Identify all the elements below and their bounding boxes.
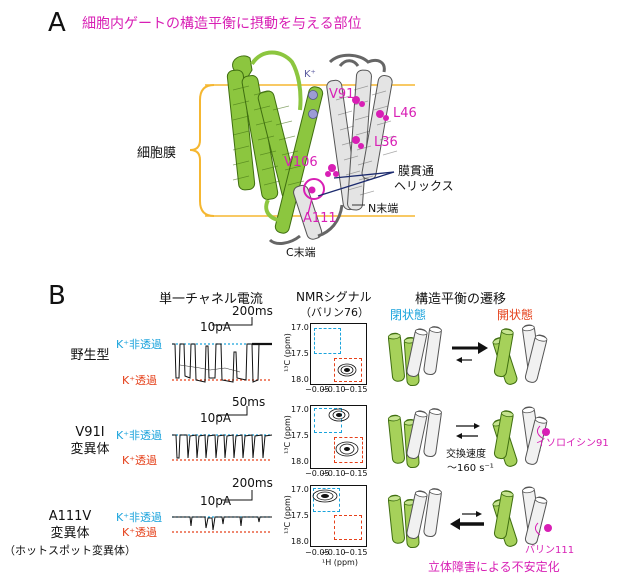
time-scale-row1: 200ms [232, 304, 273, 318]
equilibrium-arrows-v91i [456, 423, 480, 439]
annotation-valine111: バリン111 [525, 545, 575, 556]
nmr-xlabel: ¹H (ppm) [322, 558, 358, 567]
open-cartoon-wt [491, 323, 549, 387]
closed-cartoon-a111v [387, 487, 443, 549]
nonpermeable-label-row2: K⁺非透過 [116, 429, 163, 442]
nmr-xtick-a111v-2: −0.10 [321, 548, 346, 557]
nonpermeable-label-row3: K⁺非透過 [116, 511, 163, 524]
n-terminus-label: N末端 [368, 202, 399, 215]
membrane-label: 細胞膜 [137, 146, 177, 161]
panel-a-letter: A [48, 8, 66, 38]
exchange-rate-value: ～160 s⁻¹ [447, 463, 494, 474]
permeable-label-row3: K⁺透過 [122, 526, 158, 539]
nmr-xtick-a111v-3: −0.15 [343, 548, 368, 557]
nmr-xtick-v91i-3: −0.15 [343, 469, 368, 478]
nmr-peak-wt [337, 363, 357, 377]
column-header-nmr-sub: （バリン76） [300, 306, 369, 319]
nmr-xtick-wt-2: −0.10 [321, 385, 346, 394]
current-scale-row3: 10pA [200, 494, 232, 508]
row-name-a111v: A111V [48, 509, 92, 524]
tm-helix-label-line1: 膜貫通 [398, 164, 435, 178]
nmr-ytick-v91i-2: 17.5 [291, 431, 309, 440]
column-header-nmr: NMRシグナル [296, 290, 372, 304]
panel-a-title: 細胞内ゲートの構造平衡に摂動を与える部位 [82, 16, 362, 32]
column-header-structure: 構造平衡の遷移 [415, 292, 507, 307]
residue-l46: L46 [393, 106, 417, 121]
closed-cartoon-v91i [387, 407, 443, 469]
open-state-label: 開状態 [497, 308, 534, 322]
nmr-peak-v91i-closed [328, 408, 350, 422]
tm-helix-label-line2: ヘリックス [394, 179, 454, 193]
nmr-ytick-wt-1: 17.0 [291, 323, 309, 332]
row-name-v91i: V91I [75, 425, 105, 440]
permeable-label-row1: K⁺透過 [122, 374, 158, 387]
permeable-label-row2: K⁺透過 [122, 454, 158, 467]
panel-b-letter: B [48, 281, 66, 311]
protein-structure-figure [189, 50, 415, 245]
nmr-ytick-v91i-3: 18.0 [291, 457, 309, 466]
annotation-isoleucine91: イソロイシン91 [536, 438, 609, 449]
nmr-ytick-a111v-3: 18.0 [291, 537, 309, 546]
nmr-xtick-wt-3: −0.15 [343, 385, 368, 394]
row-name-wt: 野生型 [70, 348, 110, 363]
nmr-peak-v91i-open [335, 441, 359, 457]
nmr-xtick-wt-1: −0.05 [305, 385, 330, 394]
nmr-xtick-v91i-1: −0.05 [305, 469, 330, 478]
current-scale-row2: 10pA [200, 411, 232, 425]
equilibrium-arrows-wt [452, 342, 488, 363]
nmr-ytick-wt-2: 17.5 [291, 349, 309, 358]
time-scale-row2: 50ms [232, 395, 266, 409]
nmr-peak-a111v [312, 489, 338, 503]
open-cartoon-a111v [491, 485, 549, 549]
closed-cartoon-wt [387, 325, 443, 387]
row-label-v91i: V91I 変異体 [40, 424, 140, 458]
row-label-a111v: A111V 変異体 （ホットスポット変異体） [0, 508, 140, 559]
residue-a111: A111 [303, 211, 337, 226]
current-scale-row1: 10pA [200, 320, 232, 334]
closed-state-label: 閉状態 [390, 308, 427, 322]
nmr-xtick-v91i-2: −0.10 [321, 469, 346, 478]
exchange-rate-label: 交換速度 [446, 449, 486, 460]
steric-destabilization-note: 立体障害による不安定化 [428, 560, 560, 574]
column-header-current: 単一チャネル電流 [159, 292, 263, 307]
nmr-xtick-a111v-1: −0.05 [305, 548, 330, 557]
row-label-wildtype: 野生型 [40, 347, 140, 364]
nmr-ytick-v91i-1: 17.0 [291, 405, 309, 414]
row-name-a111v-note: （ホットスポット変異体） [4, 544, 136, 557]
residue-l36: L36 [374, 135, 398, 150]
k-ion-label: K⁺ [304, 69, 316, 80]
residue-v91: V91 [329, 87, 355, 102]
row-name-v91i-sub: 変異体 [70, 442, 110, 457]
nonpermeable-label-row1: K⁺非透過 [116, 338, 163, 351]
c-terminus-label: C末端 [286, 246, 316, 259]
time-scale-row3: 200ms [232, 476, 273, 490]
row-name-a111v-sub: 変異体 [50, 526, 90, 541]
nmr-ytick-a111v-2: 17.5 [291, 511, 309, 520]
equilibrium-arrows-a111v [450, 511, 484, 530]
nmr-ytick-wt-3: 18.0 [291, 375, 309, 384]
nmr-ytick-a111v-1: 17.0 [291, 485, 309, 494]
residue-v106: V106 [284, 155, 318, 170]
